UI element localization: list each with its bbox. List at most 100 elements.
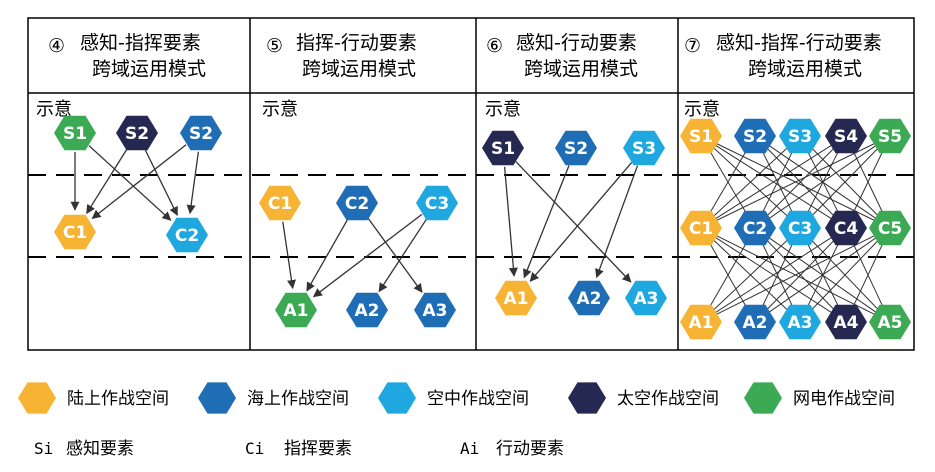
edge-p5-C2-A1	[306, 219, 349, 292]
panel-sub-label: 示意	[684, 99, 720, 120]
footnote-label-s: 感知要素	[66, 439, 134, 459]
node-p7-S3: S3	[779, 118, 821, 154]
legend-label: 太空作战空间	[617, 389, 719, 409]
node-label: A2	[577, 289, 602, 309]
hexagon-icon	[680, 304, 722, 340]
hexagon-icon	[779, 210, 821, 246]
node-label: S1	[63, 124, 87, 144]
legend-label: 网电作战空间	[793, 389, 895, 409]
diagram-frame	[27, 17, 915, 351]
node-p7-C1: C1	[680, 210, 722, 246]
node-label: S2	[564, 139, 588, 159]
hexagon-icon	[346, 292, 388, 328]
legend-item-land: 陆上作战空间	[18, 382, 169, 414]
node-p5-C2: C2	[336, 185, 378, 221]
panel-number: ⑤	[266, 35, 283, 57]
hexagon-icon	[734, 210, 776, 246]
hexagon-icon	[680, 210, 722, 246]
footnotes: Si 感知要素 Ci 指挥要素 Ai 行动要素	[34, 439, 564, 459]
hexagon-icon	[869, 118, 911, 154]
node-label: C4	[834, 219, 858, 239]
node-p7-A1: A1	[680, 304, 722, 340]
hexagon-icon	[495, 280, 537, 316]
hexagon-icon	[336, 185, 378, 221]
edge-p4-S2a-C1	[86, 148, 128, 215]
edge-p5-C2-A3	[367, 217, 423, 293]
edge-p4-S2b-C1	[91, 144, 187, 219]
node-label: S1	[689, 127, 713, 147]
panel-number: ⑥	[486, 35, 503, 57]
node-p7-A2: A2	[734, 304, 776, 340]
edge-p7-S5-C2	[765, 142, 880, 222]
node-label: A5	[878, 313, 903, 333]
edge-p5-C1-A1	[282, 221, 296, 290]
footnote-symbol-c: Ci	[245, 439, 264, 458]
panel-title-line2: 跨域运用模式	[302, 58, 416, 80]
node-label: C1	[63, 223, 87, 243]
edge-p7-S5-C4	[850, 147, 886, 217]
edge-p7-C5-A2	[765, 234, 880, 316]
hexagon-icon	[734, 304, 776, 340]
panel-title-line2: 跨域运用模式	[92, 58, 206, 80]
footnote-symbol-s: Si	[34, 439, 53, 458]
edge-p7-C3-A1	[709, 236, 792, 314]
node-p6-A1: A1	[495, 280, 537, 316]
edge-p6-S1-A1	[503, 166, 518, 277]
node-label: S3	[788, 127, 812, 147]
node-label: C2	[743, 219, 767, 239]
node-p7-S1: S1	[680, 118, 722, 154]
hexagon-icon	[54, 214, 96, 250]
panel-header-6: ⑥ 感知-行动要素 跨域运用模式 示意	[485, 32, 638, 120]
panel-header-7: ⑦ 感知-指挥-行动要素 跨域运用模式 示意	[684, 32, 882, 120]
node-p4-C1: C1	[54, 214, 96, 250]
edge-p7-C4-A2	[763, 236, 838, 314]
footnote-label-a: 行动要素	[496, 439, 564, 459]
node-label: C1	[689, 219, 713, 239]
legend-label: 海上作战空间	[247, 389, 349, 409]
legend: 陆上作战空间海上作战空间空中作战空间太空作战空间网电作战空间	[18, 382, 895, 414]
node-label: S1	[491, 139, 515, 159]
node-label: A2	[355, 301, 380, 321]
panel-title-line1: 感知-指挥-行动要素	[716, 32, 882, 54]
node-p5-A2: A2	[346, 292, 388, 328]
panel-number: ④	[48, 35, 65, 57]
legend-label: 陆上作战空间	[67, 389, 169, 409]
node-p7-A4: A4	[825, 304, 867, 340]
panel-sub-label: 示意	[485, 99, 521, 120]
hexagon-icon	[180, 115, 222, 151]
edge-p7-S3-C1	[709, 144, 792, 220]
hexagon-icon	[625, 280, 667, 316]
node-p7-C5: C5	[869, 210, 911, 246]
hexagon-icon	[482, 130, 524, 166]
node-label: C3	[425, 194, 449, 214]
node-label: A3	[634, 289, 659, 309]
node-label: A3	[423, 301, 448, 321]
hexagon-icon	[825, 304, 867, 340]
node-p4-C2: C2	[166, 217, 208, 253]
edge-p4-S2b-C2	[186, 151, 200, 215]
node-label: S5	[878, 127, 902, 147]
node-p7-C4: C4	[825, 210, 867, 246]
node-label: S2	[189, 124, 213, 144]
node-label: A2	[743, 313, 768, 333]
hexagon-icon	[198, 382, 236, 414]
node-p5-A3: A3	[414, 292, 456, 328]
hexagon-icon	[275, 292, 317, 328]
node-p4-S1: S1	[54, 115, 96, 151]
edge-p5-C3-A1	[312, 213, 423, 298]
node-p7-A5: A5	[869, 304, 911, 340]
hexagon-icon	[378, 382, 416, 414]
legend-item-space: 太空作战空间	[568, 382, 719, 414]
panel-number: ⑦	[684, 35, 701, 57]
footnote-symbol-a: Ai	[460, 439, 479, 458]
node-label: C1	[268, 194, 292, 214]
hexagon-icon	[825, 118, 867, 154]
edge-p5-C3-A2	[378, 218, 428, 293]
node-p4-S2b: S2	[180, 115, 222, 151]
hexagon-icon	[568, 280, 610, 316]
footnote-label-c: 指挥要素	[284, 439, 352, 459]
panel-header-5: ⑤ 指挥-行动要素 跨域运用模式 示意	[262, 32, 417, 120]
node-label: C2	[345, 194, 369, 214]
